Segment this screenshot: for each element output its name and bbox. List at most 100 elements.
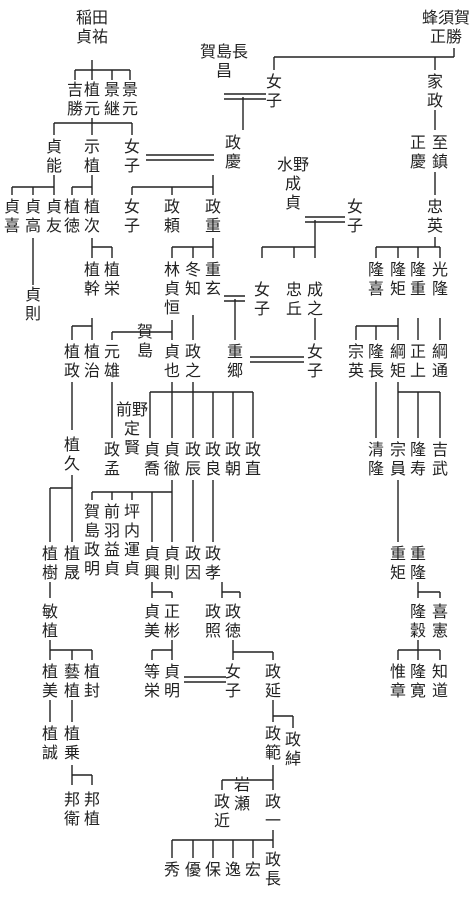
person-hayashi-sadatsune: 林 貞 恒 [163,260,181,317]
person-masatake: 政 孟 [103,440,121,478]
person-kashima-nagamasa: 賀島長 昌 [199,42,249,80]
person-takanori: 隆 矩 [389,260,407,298]
person-shigenori: 重 矩 [389,544,407,582]
person-mizuno-narisada: 水野 成 貞 [276,155,310,212]
person-takahisa: 隆 寿 [409,440,427,478]
person-masatomo: 政 朝 [224,440,242,478]
person-kuniue: 邦 植 [83,790,101,828]
person-masayoshi-2: 正 慶 [409,133,427,171]
person-maeba-masusada: 前 羽 益 貞 [103,502,121,578]
person-yoshinori: 喜 憲 [431,602,449,640]
person-kashima-masaaki: 賀 島 政 明 [83,502,101,578]
person-geiue: 藝 植 [63,662,81,700]
person-daughter: 女 子 [224,662,242,700]
person-uehide: 植 栄 [103,260,121,298]
person-masataka: 政 孝 [204,544,222,582]
person-masanaga: 政 長 [264,850,282,888]
person-uejo: 植 乗 [63,724,81,762]
person-uenori: 植 徳 [63,197,81,235]
person-masayoshi-3: 政 良 [204,440,222,478]
person-kunie: 邦 衛 [63,790,81,828]
person-takahiro: 隆 寛 [409,662,427,700]
person-sadatomo: 貞 友 [45,197,63,235]
person-masayoshi-4: 政 因 [184,544,202,582]
person-ko: 宏 [244,860,262,879]
person-tsunanori: 綱 矩 [389,342,407,380]
label-kashima: 賀 島 [136,322,154,360]
person-masahiro: 政 綽 [284,730,302,768]
person-uemoto-2: 植 幹 [83,260,101,298]
person-muneue: 示 植 [83,137,101,175]
person-sadaya: 貞 也 [163,342,181,380]
person-tadaoka: 忠 丘 [285,280,303,318]
person-masanao: 政 直 [244,440,262,478]
person-sadayoshi-4: 貞 美 [143,602,161,640]
person-mitsutaka: 光 隆 [431,260,449,298]
person-takanaga: 隆 長 [367,342,385,380]
person-tosho: 等 栄 [143,662,161,700]
person-masayoshi: 政 慶 [224,133,242,171]
person-sadayoshi: 貞 能 [45,137,63,175]
person-masanobu: 政 延 [264,662,282,700]
person-fuyutomo: 冬 知 [184,260,202,298]
person-uehisa: 植 久 [63,435,81,473]
person-uemakoto: 植 誠 [41,724,59,762]
person-shigeharu: 重 玄 [204,260,222,298]
person-masayori: 政 頼 [163,197,181,235]
person-yoshitake: 吉 武 [431,440,449,478]
person-sadataka: 貞 高 [24,197,42,235]
person-tomomichi: 知 道 [431,662,449,700]
person-sadanori: 貞 則 [24,285,42,323]
person-narisato: 成 之 [306,280,324,318]
person-takayoshi-2: 隆 穀 [409,602,427,640]
person-inada-sadasuke: 稲田 貞祐 [75,8,109,46]
person-toshiue: 敏 植 [41,602,59,640]
person-daughter: 女 子 [346,197,364,235]
person-iemasa: 家 政 [426,72,444,110]
person-masashige: 政 重 [204,197,222,235]
person-sadaakira: 貞 明 [163,662,181,700]
person-kagemoto: 景 元 [121,80,139,118]
person-sadayoshi-2: 貞 喜 [3,197,21,235]
label-iwase: 岩 瀬 [233,775,251,813]
person-masanori-2: 政 範 [264,724,282,762]
person-masateru: 政 照 [204,602,222,640]
person-masaaki: 正 彬 [163,602,181,640]
person-uemoto: 植 元 [83,80,101,118]
person-tsubouchi-unsada: 坪 内 運 貞 [123,502,141,578]
person-maeno-sadakata: 前野 定 賢 [115,400,149,457]
person-ueharu: 植 治 [83,342,101,380]
person-yoshikatsu: 吉 勝 [66,80,84,118]
person-shigetaka: 重 隆 [409,544,427,582]
person-ueakira: 植 晟 [63,544,81,582]
person-masakazu: 政 一 [264,792,282,830]
person-kagetsugu: 景 継 [103,80,121,118]
person-masanori-up: 正 上 [409,342,427,380]
person-masayuki: 政 之 [184,342,202,380]
person-sadayoshi-3: 貞 徹 [163,440,181,478]
person-yu: 優 [184,860,202,879]
person-uemasa: 植 政 [63,342,81,380]
person-motokatsu: 元 雄 [103,342,121,380]
person-daughter: 女 子 [306,342,324,380]
person-hide: 秀 [163,860,181,879]
person-munekazu: 宗 員 [389,440,407,478]
person-uemi: 植 美 [41,662,59,700]
person-daughter: 女 子 [265,72,283,110]
person-daughter: 女 子 [123,137,141,175]
person-uetsugu: 植 次 [83,197,101,235]
person-uefu: 植 封 [83,662,101,700]
person-yoshishige: 至 鎮 [431,133,449,171]
person-daughter: 女 子 [123,197,141,235]
person-uetatsu: 植 樹 [41,544,59,582]
person-masanori: 政 徳 [224,602,242,640]
person-shigesato: 重 郷 [226,342,244,380]
person-munehide: 宗 英 [347,342,365,380]
person-ho: 保 [204,860,222,879]
person-sadanori-2: 貞 則 [163,544,181,582]
person-kiyotaka: 清 隆 [367,440,385,478]
person-sadaoki: 貞 興 [143,544,161,582]
person-koresho: 惟 章 [389,662,407,700]
